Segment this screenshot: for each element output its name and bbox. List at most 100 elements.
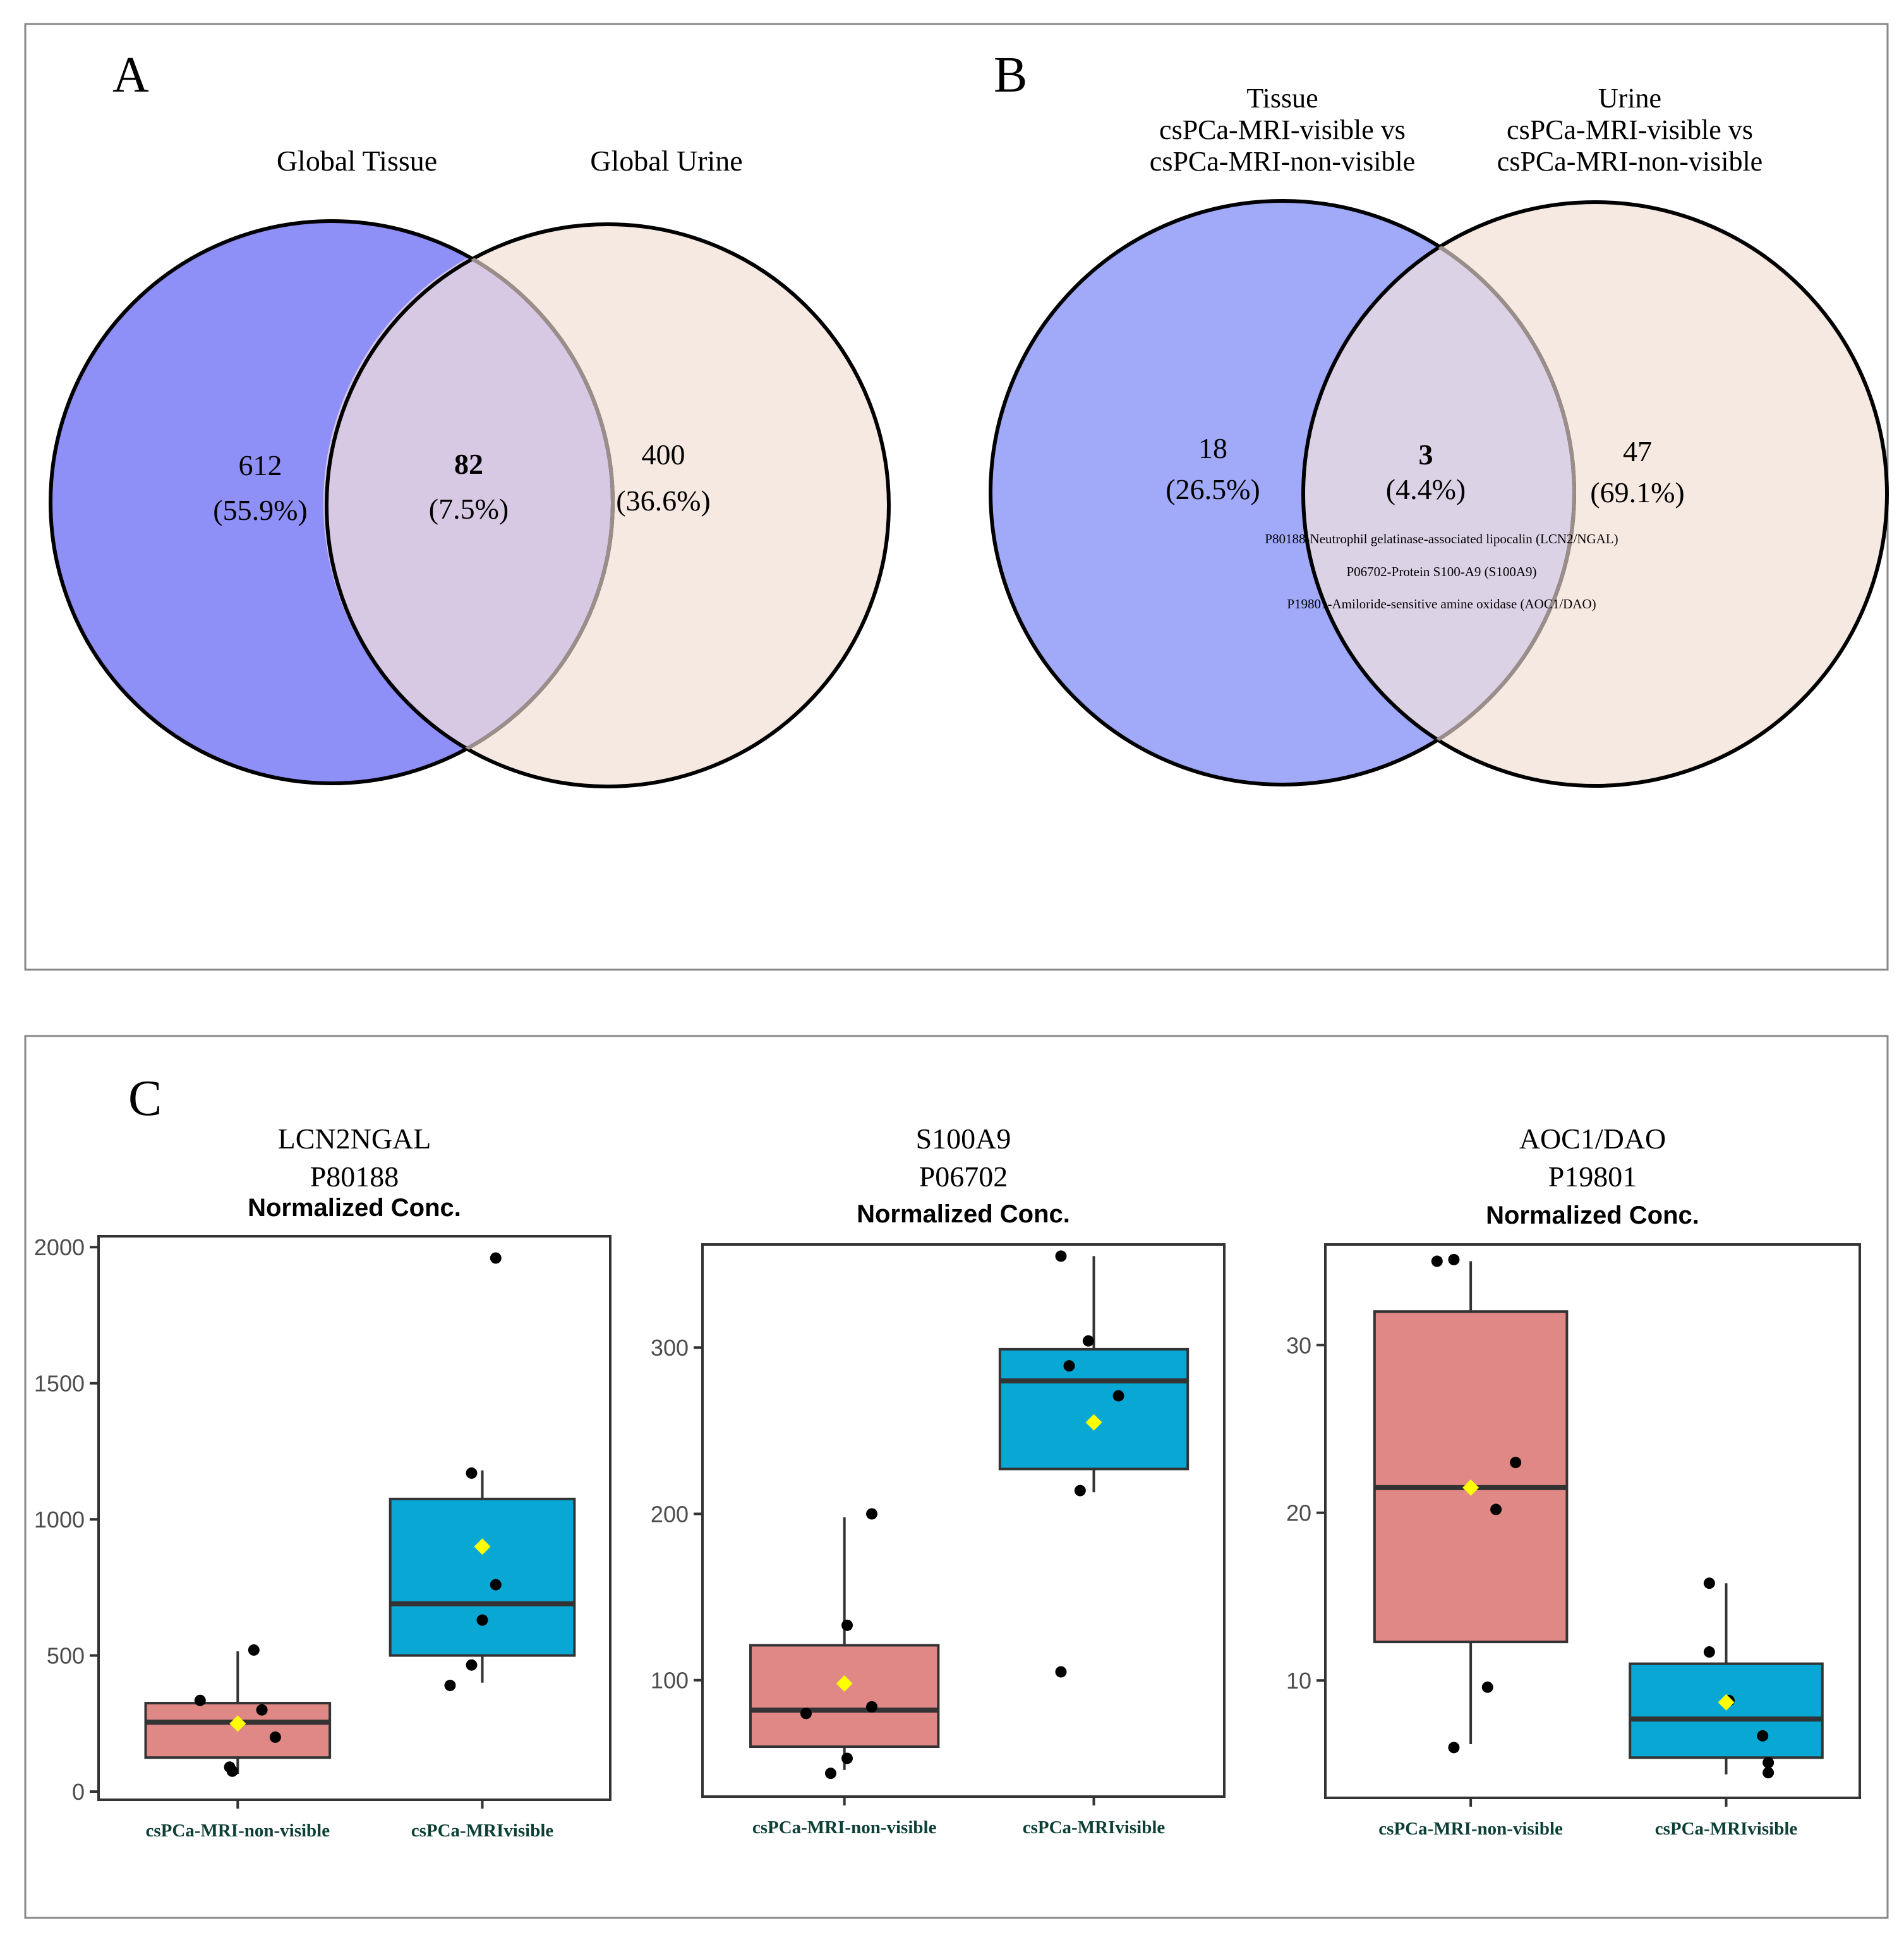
- box-non-visible: [1373, 1253, 1569, 1754]
- data-point: [1448, 1253, 1460, 1265]
- y-tick-label: 1000: [34, 1507, 85, 1533]
- data-point: [444, 1680, 456, 1692]
- data-point: [466, 1659, 478, 1671]
- mean-marker: [229, 1715, 246, 1732]
- boxplot-title-line-2: P80188: [310, 1160, 399, 1193]
- panel-a-letter: A: [112, 47, 149, 103]
- data-point: [841, 1619, 853, 1631]
- venn-b-set-1-label-line-2: csPCa-MRI-visible vs: [1159, 114, 1406, 145]
- x-tick-label: csPCa-MRIvisible: [1655, 1819, 1798, 1839]
- panel-c-letter: C: [128, 1071, 162, 1126]
- data-point: [256, 1704, 268, 1716]
- data-point: [1055, 1666, 1067, 1678]
- iqr-box: [1629, 1662, 1824, 1759]
- box-non-visible: [144, 1644, 332, 1777]
- iqr-box: [998, 1347, 1190, 1471]
- data-point: [800, 1708, 812, 1720]
- data-point: [1448, 1742, 1460, 1754]
- boxplot-title-line-1: LCN2NGAL: [278, 1123, 431, 1155]
- venn-a-overlap: [323, 257, 613, 749]
- data-point: [1074, 1485, 1086, 1497]
- box-visible: [998, 1250, 1190, 1678]
- x-tick-label: csPCa-MRIvisible: [1023, 1817, 1166, 1838]
- venn-b-protein-2: P06702-Protein S100-A9 (S100A9): [1346, 564, 1536, 579]
- venn-b-urine-pct: (69.1%): [1590, 476, 1684, 509]
- data-point: [226, 1765, 238, 1777]
- data-point: [248, 1644, 260, 1656]
- data-point: [476, 1614, 488, 1626]
- iqr-box: [389, 1497, 576, 1657]
- venn-b-set-2-label-line-1: Urine: [1598, 83, 1661, 114]
- iqr-box: [1373, 1310, 1569, 1644]
- data-point: [490, 1252, 502, 1264]
- data-point: [490, 1579, 502, 1591]
- data-point: [269, 1731, 281, 1743]
- data-point: [1762, 1757, 1774, 1769]
- mean-marker: [836, 1675, 853, 1692]
- x-tick-label: csPCa-MRIvisible: [411, 1821, 554, 1841]
- venn-a-overlap-count: 82: [454, 448, 483, 480]
- venn-b-set-1-label-line-1: Tissue: [1246, 83, 1318, 114]
- data-point: [1703, 1577, 1715, 1589]
- venn-b-tissue-count: 18: [1198, 432, 1227, 464]
- venn-a-set-1-label: Global Tissue: [277, 145, 437, 177]
- data-point: [1757, 1730, 1769, 1742]
- mean-marker: [1718, 1694, 1735, 1711]
- boxplot-title-line-1: S100A9: [916, 1123, 1011, 1155]
- venn-a-urine-pct: (36.6%): [616, 485, 710, 517]
- venn-b-overlap: [1302, 246, 1575, 740]
- data-point: [194, 1694, 206, 1706]
- venn-b: B Tissue csPCa-MRI-visible vs csPCa-MRI-…: [989, 47, 1889, 788]
- boxplot-subtitle: Normalized Conc.: [1486, 1202, 1699, 1229]
- venn-b-urine-count: 47: [1623, 435, 1652, 467]
- venn-a-urine-outline: [325, 222, 891, 788]
- venn-b-set-2-label-line-2: csPCa-MRI-visible vs: [1507, 114, 1753, 145]
- venn-a-overlap-pct: (7.5%): [429, 493, 509, 525]
- venn-b-protein-1: P80188-Neutrophil gelatinase-associated …: [1265, 531, 1618, 546]
- boxplot-title-line-1: AOC1/DAO: [1519, 1123, 1666, 1155]
- boxplot-title-line-2: P06702: [919, 1160, 1008, 1193]
- x-tick-label: csPCa-MRI-non-visible: [146, 1821, 330, 1841]
- y-tick-label: 10: [1286, 1668, 1311, 1694]
- data-point: [1063, 1360, 1075, 1372]
- boxplot-title-line-2: P19801: [1548, 1160, 1637, 1193]
- venn-a: A Global Tissue Global Urine 612 (55.9%)…: [49, 47, 891, 788]
- mean-marker: [1085, 1414, 1102, 1431]
- mean-marker: [474, 1538, 491, 1555]
- data-point: [1703, 1646, 1715, 1658]
- y-tick-label: 500: [47, 1643, 85, 1669]
- panel-c-frame: [24, 1035, 1889, 1919]
- data-point: [824, 1768, 836, 1780]
- iqr-box: [749, 1644, 940, 1749]
- data-point: [866, 1508, 878, 1520]
- y-tick-label: 100: [651, 1668, 689, 1694]
- venn-b-set-2-label-line-3: csPCa-MRI-non-visible: [1497, 146, 1762, 177]
- box-visible: [1629, 1577, 1824, 1779]
- venn-b-tissue-inner-edge: [1303, 202, 1576, 786]
- data-point: [866, 1701, 878, 1713]
- box-non-visible: [749, 1508, 940, 1780]
- venn-a-tissue-count: 612: [239, 449, 282, 481]
- venn-b-overlap-pct: (4.4%): [1386, 473, 1466, 505]
- data-point: [1490, 1503, 1502, 1515]
- y-tick-label: 300: [651, 1335, 689, 1361]
- data-point: [841, 1752, 853, 1764]
- data-point: [1082, 1335, 1094, 1347]
- data-point: [1431, 1255, 1443, 1267]
- box-visible: [389, 1252, 576, 1692]
- mean-marker: [1462, 1479, 1479, 1496]
- panel-b-letter: B: [994, 47, 1027, 103]
- venn-b-protein-3: P19801-Amiloride-sensitive amine oxidase…: [1287, 596, 1596, 612]
- venn-b-tissue-pct: (26.5%): [1166, 473, 1260, 505]
- venn-b-set-1-label-line-3: csPCa-MRI-non-visible: [1150, 146, 1415, 177]
- y-tick-label: 30: [1286, 1332, 1311, 1358]
- venn-b-urine-outline: [1301, 200, 1889, 788]
- data-point: [466, 1467, 478, 1479]
- venn-a-set-2-label: Global Urine: [590, 145, 742, 177]
- data-point: [1510, 1457, 1522, 1469]
